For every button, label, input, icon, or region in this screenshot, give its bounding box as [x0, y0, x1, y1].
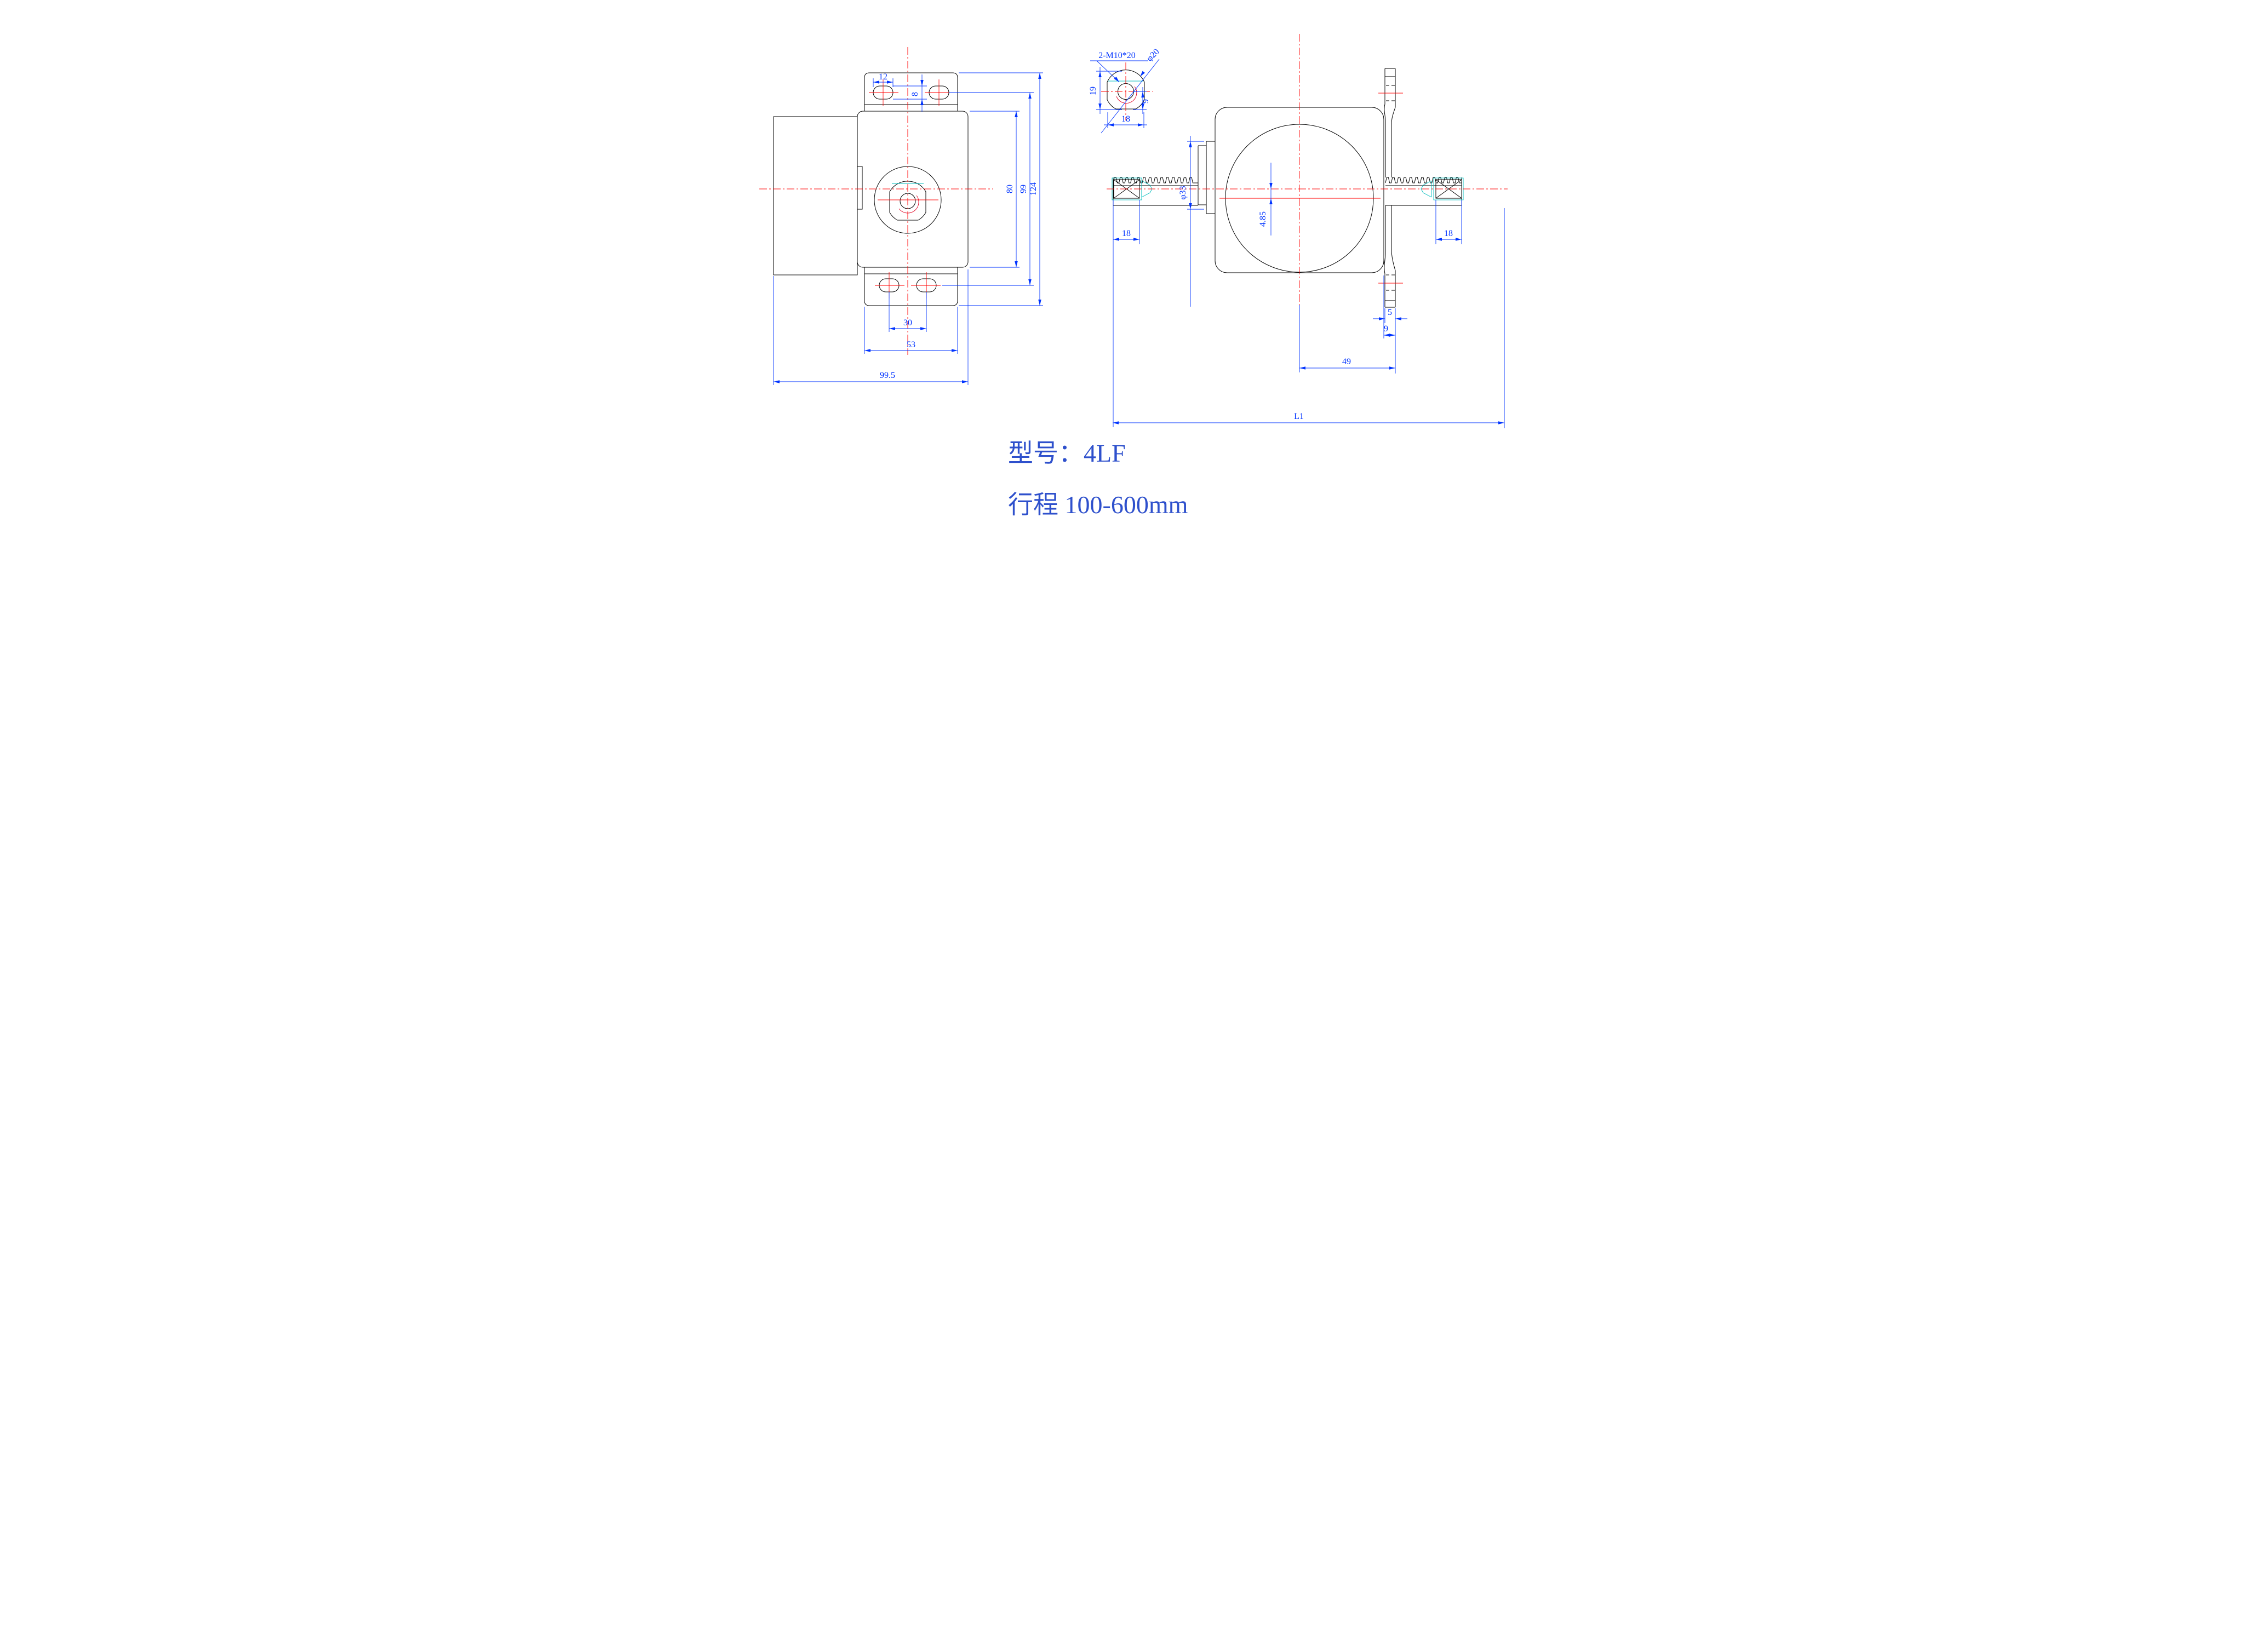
dimension-arrowhead — [1015, 111, 1018, 117]
dimension-arrowhead — [962, 380, 968, 383]
title-block: 型号：4LF 行程 100-600mm — [1008, 439, 1188, 519]
dim-center-to-bracket: 49 — [1342, 357, 1351, 366]
dimension-arrowhead — [1114, 76, 1119, 82]
motor-pilot-step — [857, 166, 863, 210]
dimension-arrowhead — [1269, 198, 1273, 204]
dimension-arrowhead — [1389, 334, 1395, 337]
dimension-arrowhead — [1299, 366, 1305, 370]
dimension-arrowhead — [920, 327, 926, 330]
stroke-text: 行程 100-600mm — [1008, 491, 1188, 519]
dimension-arrowhead — [1395, 317, 1401, 320]
cad-drawing-page: 12 8 80 99 124 30 53 99.5 2-M10*20 — [756, 0, 1512, 548]
dim-boss-diameter: φ33 — [1178, 186, 1188, 199]
front-view-dimensions: 12 8 80 99 124 30 53 99.5 — [773, 72, 1043, 385]
dim-detail-width: 18 — [1121, 114, 1130, 124]
side-view — [1107, 34, 1508, 308]
rack-teeth-right — [1385, 177, 1462, 183]
dim-detail-height: 19 — [1089, 87, 1098, 95]
dimension-arrows — [774, 71, 1504, 424]
dimension-arrowhead — [1269, 183, 1273, 189]
dim-overall-height: 124 — [1029, 182, 1038, 196]
dimension-arrowhead — [1189, 203, 1192, 209]
dim-overall-length: L1 — [1294, 412, 1304, 421]
dimension-arrowhead — [1133, 238, 1139, 241]
dimension-arrowhead — [1389, 366, 1395, 370]
dimension-arrowhead — [920, 99, 924, 105]
dim-slot-width: 8 — [910, 92, 920, 96]
dim-tab-thickness: 5 — [1388, 308, 1392, 317]
dimension-arrowhead — [1140, 71, 1145, 77]
dim-tab-offset: 9 — [1384, 324, 1388, 334]
model-text: 型号：4LF — [1008, 439, 1126, 467]
bottom-bracket-outline — [864, 267, 958, 306]
dim-overall-width: 99.5 — [880, 371, 895, 380]
dimension-arrowhead — [1113, 238, 1119, 241]
dimension-arrowhead — [1028, 279, 1032, 285]
dim-rod-end-left: 18 — [1122, 229, 1131, 238]
side-bracket — [1378, 68, 1403, 308]
dimension-arrowhead — [1108, 123, 1114, 127]
shaft-boss-inner — [1198, 145, 1206, 205]
dimension-arrowhead — [1189, 141, 1192, 147]
dimension-arrowhead — [1436, 238, 1442, 241]
dimension-arrowhead — [1098, 104, 1102, 110]
dim-rod-end-right: 18 — [1444, 229, 1453, 238]
dimension-arrowhead — [920, 80, 924, 86]
dimension-arrowhead — [1141, 91, 1144, 97]
dimension-arrowhead — [1138, 123, 1144, 127]
dimension-arrowhead — [1456, 238, 1462, 241]
dimension-arrowhead — [889, 327, 895, 330]
gearbox-front-outline — [857, 111, 969, 268]
cad-drawing-canvas: 12 8 80 99 124 30 53 99.5 2-M10*20 — [756, 0, 1512, 548]
dimension-arrowhead — [1498, 421, 1504, 424]
shaft-boss-outer — [1206, 141, 1215, 214]
dimension-arrowhead — [1098, 71, 1102, 77]
rod-end-outline — [1107, 70, 1145, 110]
dimension-arrowhead — [1113, 421, 1119, 424]
dim-slot-center-spacing: 30 — [903, 318, 912, 328]
dim-center-to-bottom: 9 — [1141, 99, 1150, 104]
rack-teeth-left — [1113, 177, 1198, 183]
rod-end-thread-arc — [1116, 86, 1137, 104]
dimension-arrowhead — [873, 81, 879, 84]
dimension-arrowhead — [1028, 93, 1032, 99]
dimension-arrowhead — [952, 349, 958, 352]
motor-body-outline — [773, 116, 858, 275]
dimension-arrowhead — [774, 380, 780, 383]
thread-note: 2-M10*20 — [1098, 51, 1136, 60]
dim-axis-offset: 4.85 — [1258, 211, 1268, 227]
front-view — [759, 47, 993, 355]
thread-arc — [898, 195, 919, 214]
dimension-arrowhead — [1384, 334, 1390, 337]
dim-slot-length: 12 — [879, 72, 887, 82]
dim-slot-row-spacing: 99 — [1019, 185, 1028, 193]
dimension-arrowhead — [1379, 317, 1385, 320]
dimension-arrowhead — [1141, 104, 1144, 110]
output-hub-flats — [889, 181, 926, 221]
dimension-arrowhead — [864, 349, 870, 352]
dim-body-height: 80 — [1005, 185, 1015, 193]
detail-view: 2-M10*20 φ20 19 18 9 — [1089, 47, 1161, 134]
dimension-arrowhead — [887, 81, 893, 84]
dimension-arrowhead — [1038, 73, 1041, 79]
dimension-arrowhead — [1015, 261, 1018, 267]
dimension-arrowhead — [1038, 300, 1041, 306]
top-bracket-outline — [864, 72, 958, 111]
dim-bracket-width: 53 — [907, 340, 915, 349]
